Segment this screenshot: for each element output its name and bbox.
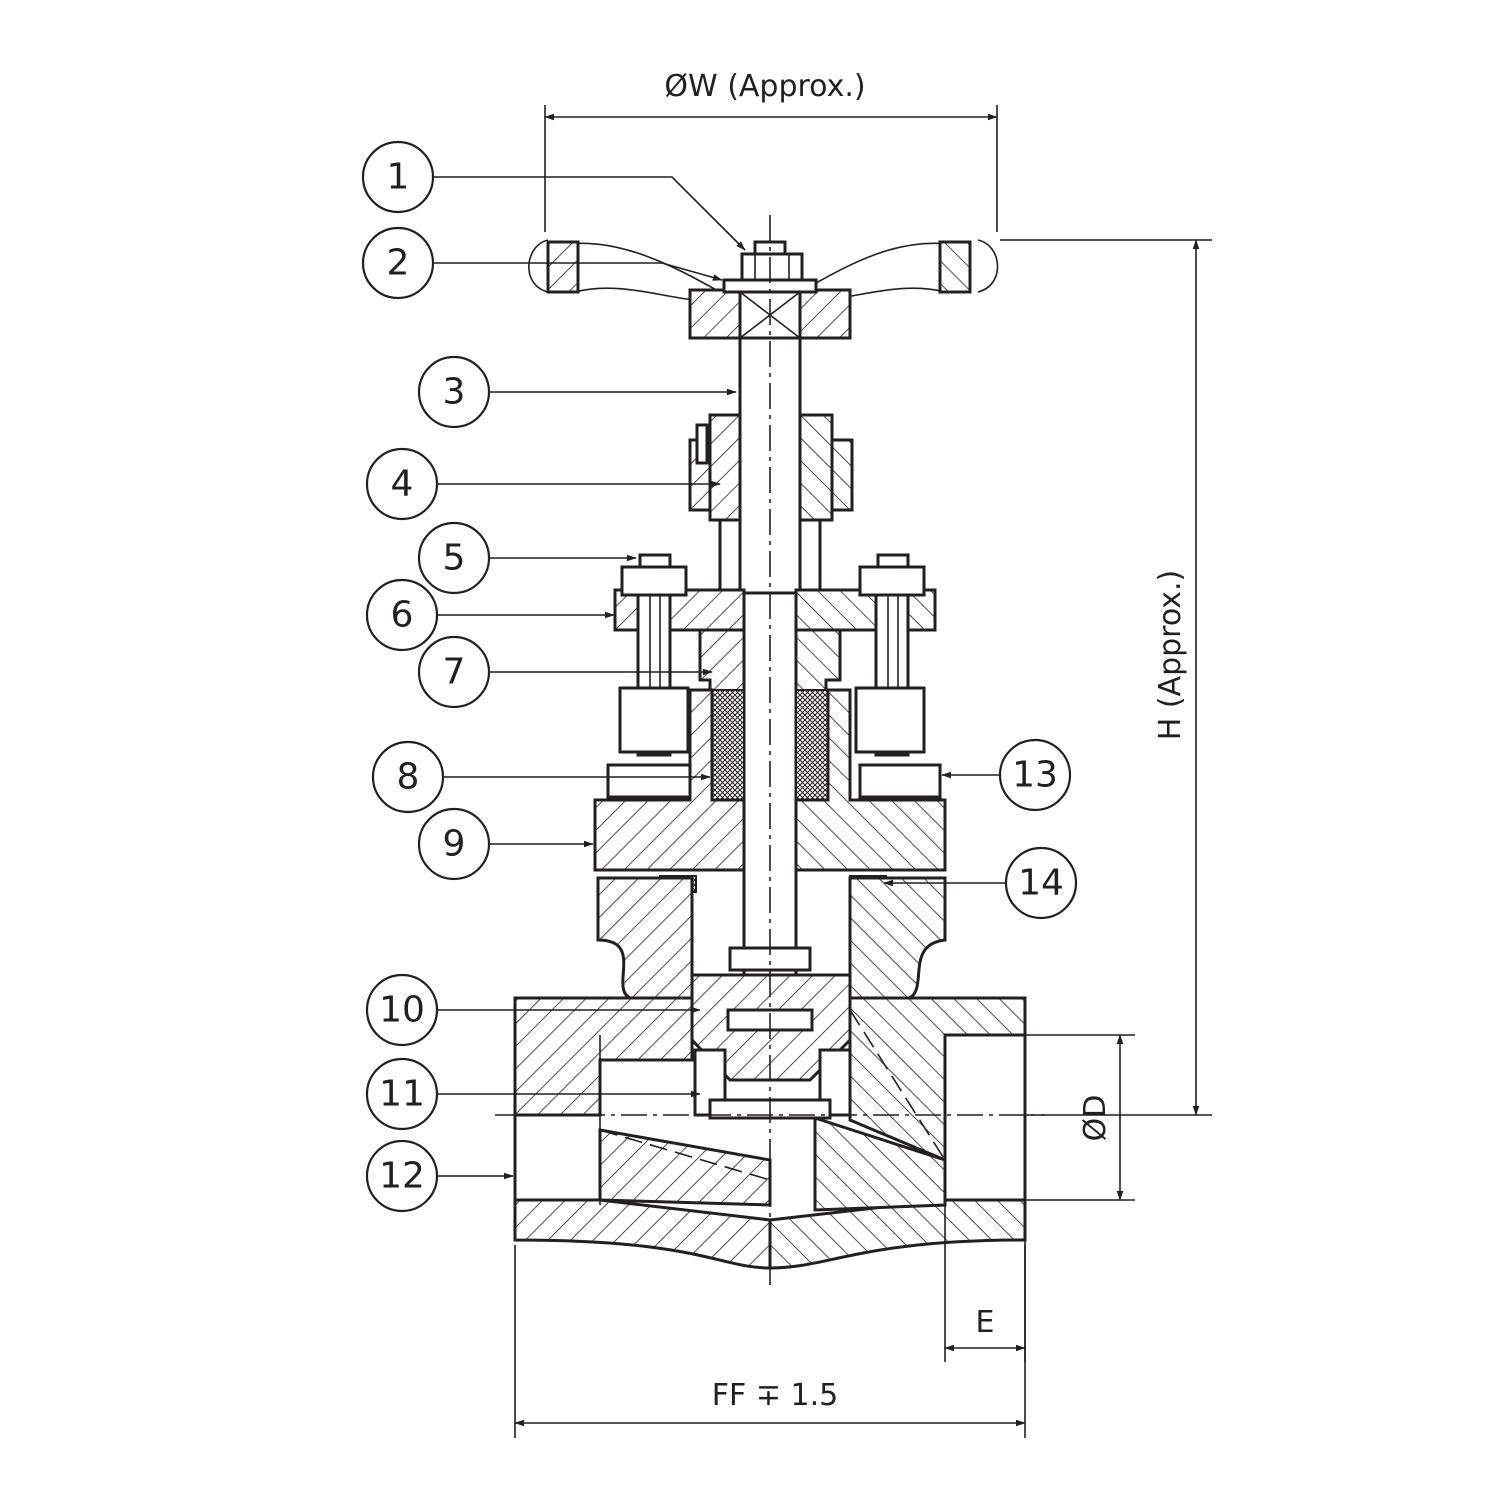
handwheel-nut bbox=[740, 240, 804, 282]
callout-10: 10 bbox=[365, 973, 439, 1047]
callout-2-label: 2 bbox=[387, 243, 410, 284]
callout-11: 11 bbox=[365, 1057, 439, 1131]
callout-7: 7 bbox=[417, 635, 491, 709]
packing-right bbox=[795, 689, 829, 801]
callout-leaders bbox=[433, 176, 1006, 1180]
callout-1-label: 1 bbox=[387, 157, 410, 198]
dimension-h-label: H (Approx.) bbox=[1153, 570, 1188, 741]
yoke-sleeve bbox=[688, 413, 854, 593]
callout-13: 13 bbox=[998, 738, 1072, 812]
callout-5-label: 5 bbox=[443, 538, 466, 579]
dimension-ff: FF ∓ 1.5 bbox=[514, 1245, 1026, 1438]
callout-1: 1 bbox=[361, 140, 435, 214]
callout-3-label: 3 bbox=[443, 372, 466, 413]
callout-14-label: 14 bbox=[1018, 863, 1064, 904]
seat-ring bbox=[693, 1048, 852, 1120]
callout-6-label: 6 bbox=[391, 595, 414, 636]
dimension-w-label: ØW (Approx.) bbox=[664, 69, 865, 104]
callout-14: 14 bbox=[1004, 846, 1078, 920]
callout-2: 2 bbox=[361, 226, 435, 300]
dimension-w: ØW (Approx.) bbox=[544, 69, 998, 232]
bonnet bbox=[593, 688, 947, 872]
valve-body bbox=[513, 876, 1027, 1270]
callout-11-label: 11 bbox=[379, 1074, 425, 1115]
gland-bolt-left bbox=[606, 553, 702, 799]
callout-4-label: 4 bbox=[391, 464, 414, 505]
packing-left bbox=[711, 689, 745, 801]
callout-3: 3 bbox=[417, 355, 491, 429]
callout-7-label: 7 bbox=[443, 652, 466, 693]
gland-bolt-right bbox=[854, 553, 942, 799]
callout-8-label: 8 bbox=[397, 757, 420, 798]
callout-9-label: 9 bbox=[443, 824, 466, 865]
callout-12: 12 bbox=[365, 1139, 439, 1213]
callout-8: 8 bbox=[371, 740, 445, 814]
dimension-e-label: E bbox=[976, 1305, 995, 1340]
dimension-d-label: ØD bbox=[1078, 1095, 1113, 1142]
dimension-ff-label: FF ∓ 1.5 bbox=[712, 1378, 838, 1413]
callout-5: 5 bbox=[417, 521, 491, 595]
callout-10-label: 10 bbox=[379, 990, 425, 1031]
callout-12-label: 12 bbox=[379, 1156, 425, 1197]
callout-13-label: 13 bbox=[1012, 755, 1058, 796]
callout-9: 9 bbox=[417, 807, 491, 881]
dimension-h: H (Approx.) bbox=[1000, 239, 1212, 1116]
dimension-d: ØD bbox=[1025, 1034, 1135, 1201]
callout-4: 4 bbox=[365, 447, 439, 521]
callout-6: 6 bbox=[365, 578, 439, 652]
